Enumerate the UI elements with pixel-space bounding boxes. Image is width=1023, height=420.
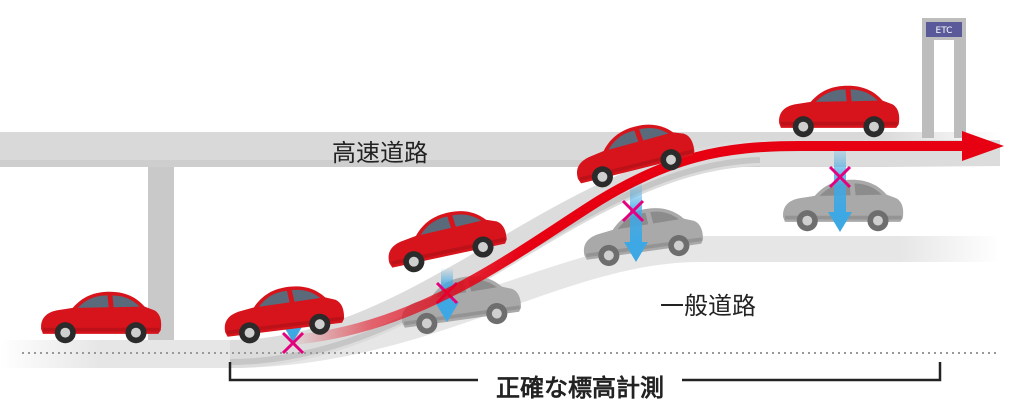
highway-label: 高速道路	[332, 139, 428, 167]
car-icon	[576, 124, 695, 188]
car-icon	[779, 85, 900, 138]
cross-mark-icon	[621, 199, 645, 223]
etc-sign-label: ETC	[936, 26, 953, 36]
measurement-bracket	[228, 362, 942, 382]
car-icon	[224, 286, 345, 344]
local-road-label: 一般道路	[660, 292, 756, 320]
measurement-label: 正確な標高計測	[496, 374, 664, 402]
route-arrow	[289, 131, 1004, 345]
car-icon	[41, 291, 162, 344]
car-icon	[388, 211, 507, 273]
etc-gate: ETC	[922, 18, 966, 138]
cross-mark-icon	[828, 165, 852, 189]
